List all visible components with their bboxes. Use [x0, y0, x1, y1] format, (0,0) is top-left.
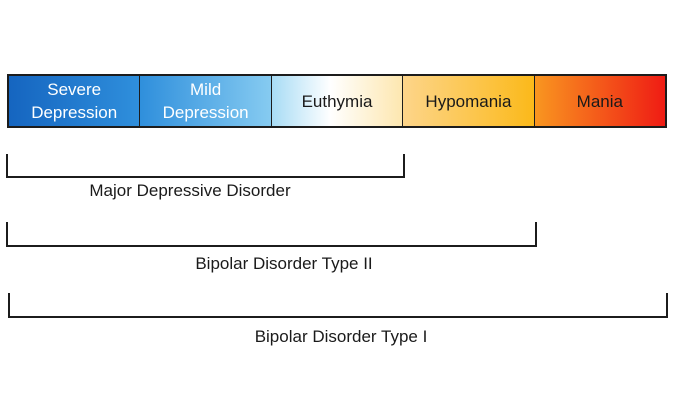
- label-bipolar-disorder-type-2: Bipolar Disorder Type II: [195, 254, 373, 273]
- segment-severe-depression-line2: Depression: [31, 103, 118, 122]
- bracket-bipolar-type-1: [8, 293, 668, 318]
- segment-hypomania-label: Hypomania: [425, 91, 512, 111]
- label-major-depressive-disorder: Major Depressive Disorder: [89, 181, 291, 200]
- segment-mild-depression-line1: Mild: [190, 80, 222, 99]
- segment-severe-depression-line1: Severe: [47, 80, 102, 99]
- segment-severe-depression: Severe Depression: [9, 76, 141, 126]
- segment-mild-depression-line2: Depression: [162, 103, 249, 122]
- segment-hypomania: Hypomania: [403, 76, 535, 126]
- segment-mania-label: Mania: [576, 91, 623, 111]
- segment-mania: Mania: [534, 76, 666, 126]
- bracket-major-depressive-disorder: [6, 154, 405, 178]
- label-bipolar-disorder-type-1: Bipolar Disorder Type I: [254, 327, 428, 346]
- mood-spectrum-bar: Severe Depression Mild Depression Euthym…: [7, 74, 667, 128]
- bracket-bipolar-type-2: [6, 222, 537, 247]
- segment-euthymia-label: Euthymia: [301, 91, 373, 111]
- segment-euthymia: Euthymia: [271, 76, 404, 126]
- segment-mild-depression: Mild Depression: [140, 76, 272, 126]
